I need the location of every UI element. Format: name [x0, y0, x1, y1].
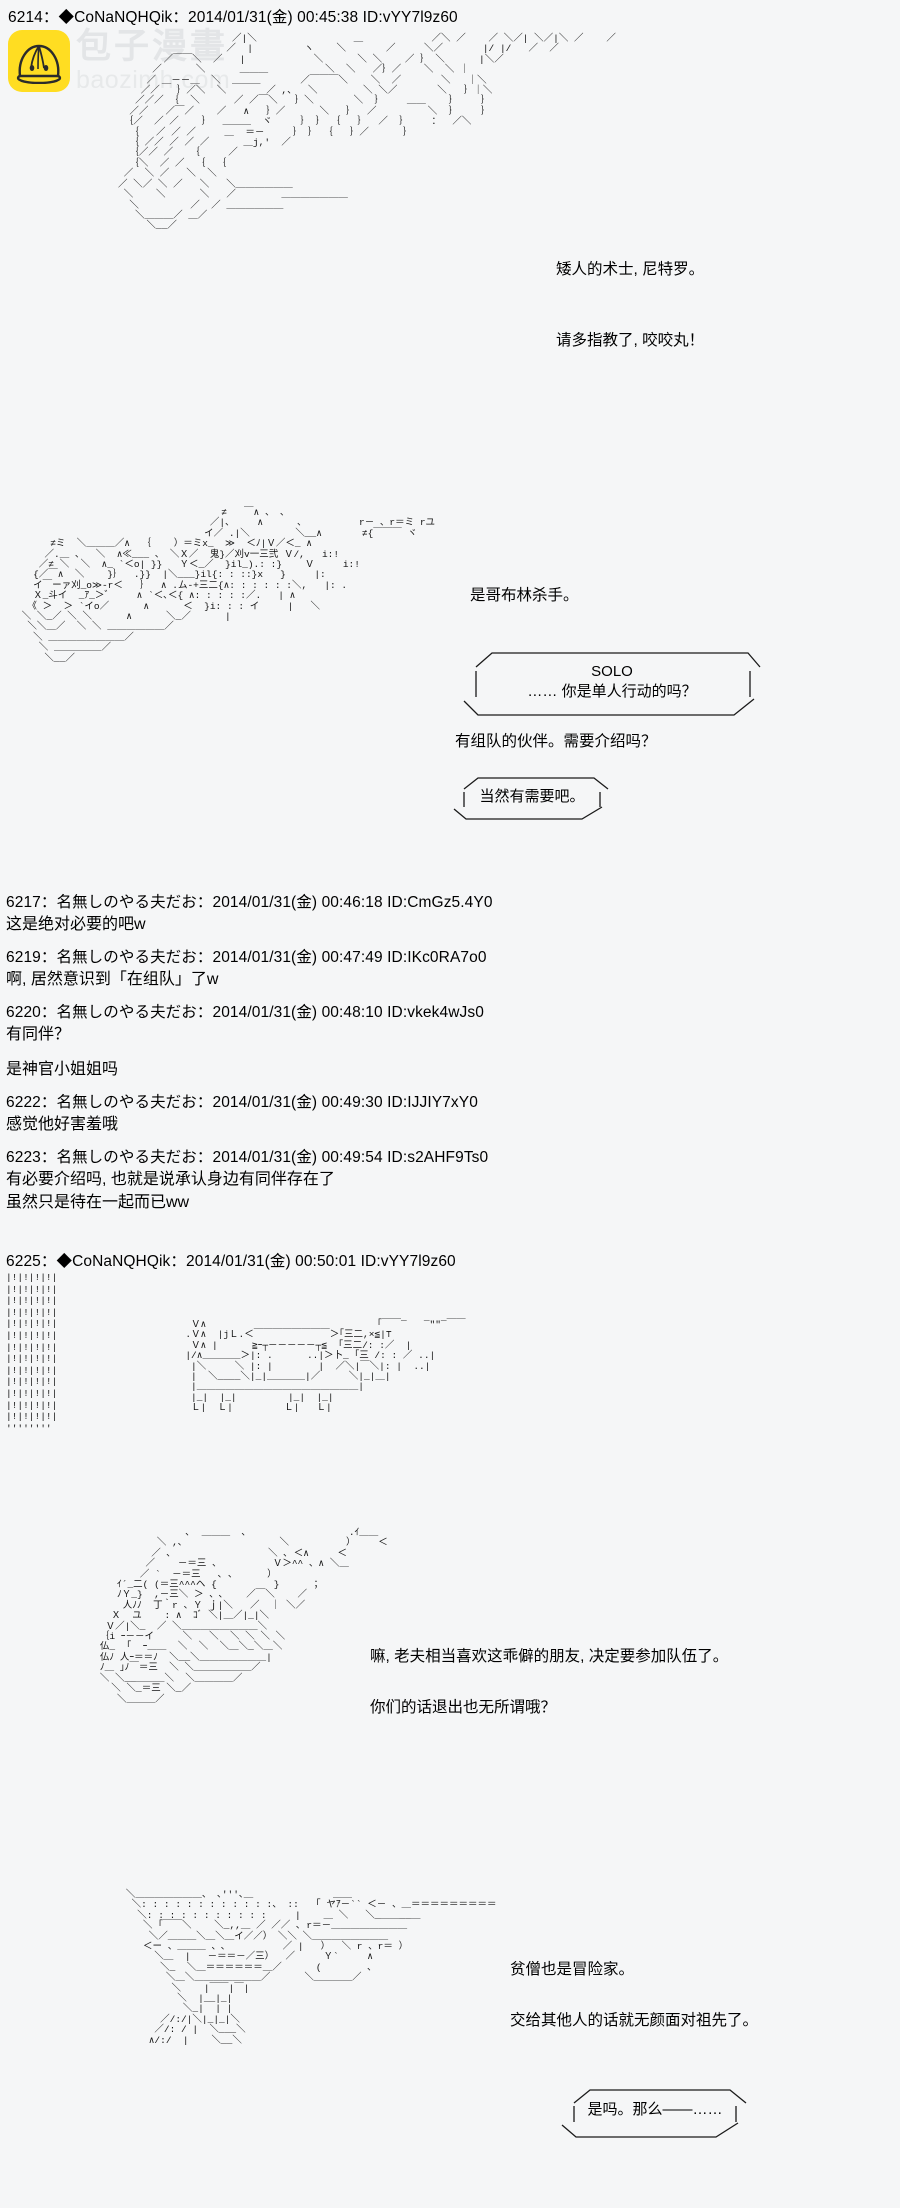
post-header-6225: 6225：◆CoNaNQHQik：2014/01/31(金) 00:50:01 … [6, 1253, 456, 1270]
dialogue-line-4: 有组队的伙伴。需要介绍吗？ [455, 733, 657, 750]
speech-bubble-soithen: 是吗。那么——…… [560, 2087, 750, 2139]
dialogue-line-2: 请多指教了, 咬咬丸！ [556, 332, 705, 349]
dialogue-line-3: 是哥布林杀手。 [470, 587, 579, 604]
post-header-6217: 6217：名無しのやる夫だお：2014/01/31(金) 00:46:18 ID… [6, 894, 493, 911]
speech-bubble-agree-text: 当然有需要吧。 [479, 788, 585, 805]
speech-bubble-solo-text: …… 你是单人行动的吗？ [527, 683, 697, 700]
speech-bubble-agree-frame [453, 777, 609, 820]
ascii-art-scene-1: ／|＼ ＿ ／＼ ／ ／ ＼／| ＼／|＼ ／ ／ ／ | ヽ ＼ ／ ＼／ |… [118, 33, 616, 232]
post-body-6220-extra: 是神官小姐姐吗 [6, 1061, 119, 1078]
dialogue-line-8: 交给其他人的话就无颜面对祖先了。 [510, 2012, 759, 2029]
post-body-6219: 啊, 居然意识到「在组队」了w [6, 971, 219, 988]
speech-bubble-soithen-text: 是吗。那么——…… [587, 2101, 723, 2118]
post-body-6220: 有同伴？ [6, 1026, 71, 1043]
post-header-6223: 6223：名無しのやる夫だお：2014/01/31(金) 00:49:54 ID… [6, 1149, 489, 1166]
post-body-6217: 这是绝对必要的吧w [6, 916, 146, 933]
ascii-art-scene-5: ＼＿＿＿＿＿＿＿、 ､'''､＿ ＿＿ ＼: : : : : : : : : :… [125, 1889, 497, 2046]
post-header-6219: 6219：名無しのやる夫だお：2014/01/31(金) 00:47:49 ID… [6, 949, 487, 966]
post-body-6223: 有必要介绍吗, 也就是说承认身边有同伴存在了 虽然只是待在一起而已ww [6, 1171, 335, 1212]
bun-glyph-icon [16, 44, 62, 84]
ascii-art-scene-3: Ｖ∧ ｢￣￣‾ ‾""‾￣￣ .Ｖ∧ |jＬ.＜￣￣￣￣￣￣￣￣＞｢三二,×≦|… [185, 1319, 466, 1414]
speech-bubble-solo: SOLO …… 你是单人行动的吗？ [462, 649, 762, 721]
speech-bubble-solo-title: SOLO [591, 663, 633, 680]
ascii-art-scene-2: ≠ ￣∧ 、 ､ ／|、 ∧ ､ r－ 、r＝ミ rユ イ／ .|＼ ＼__∧ … [21, 507, 436, 664]
post-header-6214: 6214：◆CoNaNQHQik：2014/01/31(金) 00:45:38 … [8, 9, 458, 26]
dialogue-line-7: 贫僧也是冒险家。 [510, 1961, 635, 1978]
post-header-6222: 6222：名無しのやる夫だお：2014/01/31(金) 00:49:30 ID… [6, 1094, 478, 1111]
dialogue-line-1: 矮人的术士, 尼特罗。 [556, 261, 705, 278]
speech-bubble-solo-frame [463, 652, 761, 716]
speech-bubble-agree: 当然有需要吧。 [452, 775, 612, 821]
ascii-art-curtain: |!|!|!|!| |!|!|!|!| |!|!|!|!| |!|!|!|!| … [6, 1272, 58, 1434]
post-header-6220: 6220：名無しのやる夫だお：2014/01/31(金) 00:48:10 ID… [6, 1004, 484, 1021]
baozimh-logo-icon [8, 30, 70, 92]
dialogue-line-5: 嘛, 老夫相当喜欢这乖僻的朋友, 决定要参加队伍了。 [370, 1648, 729, 1665]
speech-bubble-soithen-frame [561, 2089, 747, 2138]
ascii-art-scene-4: ､ ＿＿＿ ､ .ｲ＿＿ ＼ ,､ ＼ ） ＜ ／ ､ ＼ ､ ＜∧ ＜ ／ －… [99, 1527, 388, 1705]
post-body-6222: 感觉他好害羞哦 [6, 1116, 119, 1133]
dialogue-line-6: 你们的话退出也无所谓哦？ [370, 1699, 557, 1716]
